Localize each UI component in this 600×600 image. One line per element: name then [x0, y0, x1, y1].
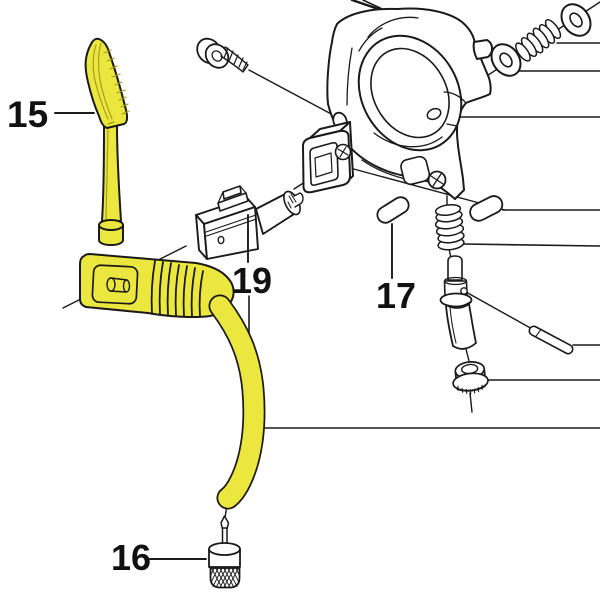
bushing-ribs: [457, 384, 483, 395]
plug-block: [195, 185, 304, 260]
band: [150, 260, 156, 315]
edge-leader-lines: [248, 0, 600, 429]
pin-17: [376, 196, 410, 224]
band: [182, 265, 188, 317]
plunger-side-port: [460, 287, 468, 295]
housing-slot-oval: [426, 107, 442, 121]
washer-hole: [499, 52, 513, 68]
screw-thread-ridges: [223, 47, 248, 71]
lever-shaft: [101, 124, 122, 222]
washer-spring-cluster: [490, 3, 592, 77]
rod-ring: [535, 329, 542, 338]
spring-coil: [434, 204, 462, 216]
screw-socket: [211, 50, 223, 62]
middle-spring: [434, 204, 465, 251]
housing-opening-floor: [373, 132, 443, 148]
band: [158, 261, 164, 316]
bushing-flange-under: [456, 385, 486, 392]
knurled-cap-assembly: [208, 515, 241, 589]
socket-head-screw: [196, 37, 249, 73]
plunger-flange-under: [441, 301, 471, 308]
pump-housing: [302, 7, 493, 200]
band: [174, 264, 180, 317]
band: [190, 267, 196, 318]
socket-opening: [309, 142, 339, 186]
washer-thickness: [584, 9, 591, 28]
housing-lip-line-1: [367, 16, 419, 38]
block-front-hole: [217, 235, 225, 245]
axis-bushing-lower: [469, 392, 473, 413]
tab-base: [217, 192, 249, 212]
delivery-tube-fill: [210, 296, 264, 508]
housing-lower-boss: [400, 155, 447, 190]
housing-socket-box: [302, 121, 354, 194]
block-front-face: [203, 206, 259, 260]
socket-opening-wall: [314, 152, 333, 178]
drawing-root: 15 19 17 16: [7, 0, 600, 589]
axis-bushing-upper: [465, 348, 470, 362]
housing-right-step-1: [443, 91, 467, 104]
boss-bump: [400, 155, 431, 186]
ribbed-bushing: [452, 361, 489, 395]
part-labels: 15 19 17 16: [7, 94, 416, 578]
rod-body: [528, 325, 574, 355]
lever-collar: [98, 219, 124, 246]
part-label-16: 16: [111, 537, 151, 578]
valve-recess: [91, 264, 139, 305]
washer-lower: [490, 43, 522, 77]
collar-top: [98, 219, 124, 231]
housing-lip-line-2: [358, 27, 383, 52]
part-label-19: 19: [232, 260, 272, 301]
housing-left-crease: [346, 47, 353, 106]
valve-ring-bands: [150, 260, 204, 318]
washer-hole: [569, 12, 583, 28]
leader-mid-spring: [462, 243, 600, 247]
block-cylinder-tip: [293, 192, 304, 208]
washer-upper: [560, 3, 592, 37]
washer-thickness: [514, 49, 521, 68]
band: [166, 262, 172, 316]
leader-plug-long: [248, 295, 600, 429]
leader-screw: [248, 69, 336, 117]
axis-plunger-to-rod: [465, 291, 535, 331]
cap-pin-tip: [220, 515, 230, 530]
plunger-barrel-crease: [449, 306, 457, 344]
plunger-barrel: [445, 303, 477, 350]
push-rod: [528, 325, 574, 355]
plunger-neck: [447, 255, 463, 281]
blade-hatches: [103, 49, 130, 125]
highlighted-assembly: [79, 37, 266, 510]
lever-blade-texture: [92, 42, 130, 220]
block-cylinder-hatch: [287, 193, 297, 209]
housing-ear: [472, 39, 493, 60]
plunger: [439, 255, 477, 350]
housing-right-step-2: [446, 123, 458, 127]
part-label-17: 17: [376, 275, 416, 316]
top-spring: [515, 18, 562, 62]
shaft-crease: [105, 129, 109, 220]
spring-coil: [515, 42, 531, 62]
tab-edge: [217, 185, 247, 204]
cap-knurl-hatch-b: [210, 568, 239, 588]
socket-screw-cross: [337, 146, 349, 158]
recess-piston-end-right: [122, 279, 131, 293]
plunger-step-top: [443, 276, 468, 286]
band: [198, 270, 204, 317]
blade-crease-2: [97, 42, 113, 120]
boss-screw-cross: [430, 173, 444, 187]
block-latch-tab: [217, 185, 249, 212]
cap-top: [208, 542, 241, 556]
pin-right: [469, 195, 504, 222]
part-label-15: 15: [7, 94, 48, 135]
screw-head-front: [204, 43, 230, 69]
recess-piston-end-left: [106, 277, 116, 292]
